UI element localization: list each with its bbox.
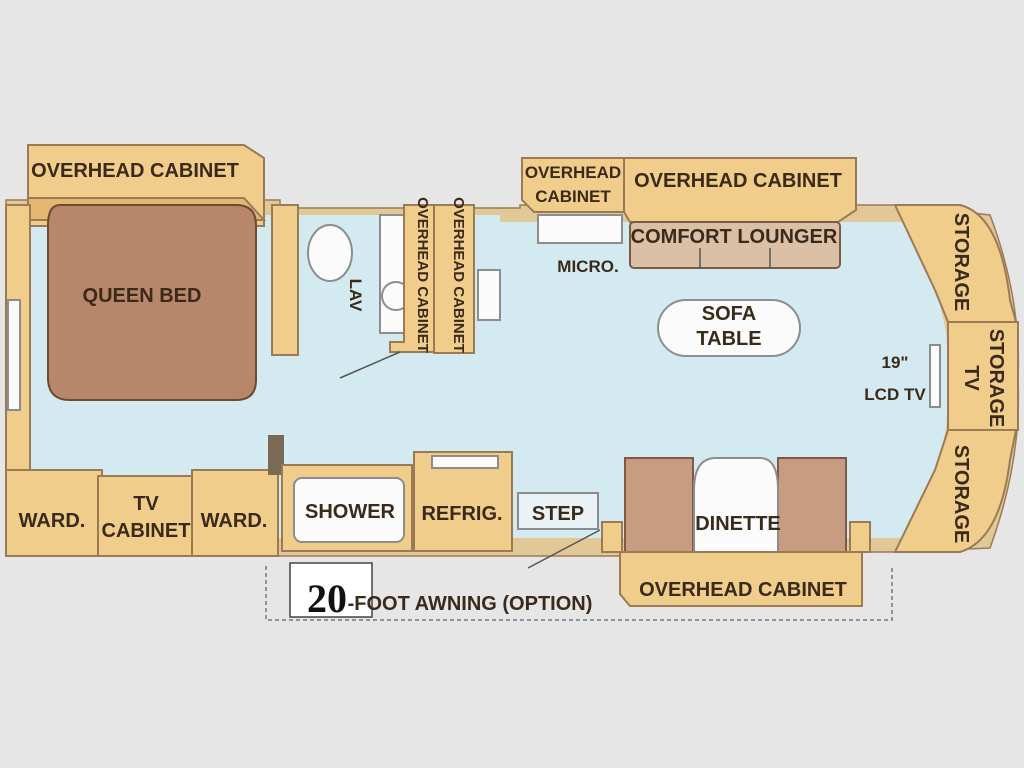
tv-cabinet-line1: TV <box>133 493 159 515</box>
comfort-lounger-label: COMFORT LOUNGER <box>631 226 838 248</box>
storage-tv-line1: STORAGE <box>985 329 1007 428</box>
entry-door-swing <box>527 529 601 569</box>
dinette-bench-right[interactable] <box>777 457 847 559</box>
sofa-table[interactable]: SOFA TABLE <box>657 299 801 357</box>
bath-vanity <box>477 269 501 321</box>
dinette-bench-left[interactable] <box>624 457 694 559</box>
awning-number: 20 <box>307 576 347 621</box>
dinette-overhead-cabinet: OVERHEAD CABINET <box>619 551 863 607</box>
overhead-cabinet-bath-1-label: OVERHEAD CABINET <box>414 197 431 353</box>
storage-top-label: STORAGE <box>950 213 972 312</box>
bath-overhead-cabinet-2 <box>433 204 475 354</box>
wardrobe-right[interactable] <box>191 469 279 557</box>
overhead-cabinet-dinette-label: OVERHEAD CABINET <box>639 579 847 601</box>
comfort-lounger[interactable]: COMFORT LOUNGER <box>629 221 841 269</box>
storage-bottom-label: STORAGE <box>950 445 972 544</box>
lcd-tv[interactable] <box>929 344 941 408</box>
tv-cabinet[interactable] <box>97 475 195 557</box>
storage-tv-line2: TV <box>960 365 982 391</box>
storage-tv[interactable] <box>947 321 1019 431</box>
awning-label: -FOOT AWNING (OPTION) <box>348 593 593 615</box>
bedroom-bottom-cabinets: WARD. TV CABINET WARD. <box>5 435 284 557</box>
storage-bottom[interactable] <box>893 429 1018 553</box>
toilet[interactable] <box>307 224 353 282</box>
shower[interactable]: SHOWER <box>281 464 413 552</box>
lav-label: LAV <box>346 279 365 312</box>
step-label: STEP <box>532 503 584 525</box>
sofa-table-line1: SOFA <box>702 303 756 325</box>
micro-label: MICRO. <box>557 257 618 276</box>
overhead-cabinet-lounge-label: OVERHEAD CABINET <box>634 170 842 192</box>
queen-bed-label: QUEEN BED <box>83 285 202 307</box>
lounge-overhead-cabinet: OVERHEAD CABINET <box>623 157 857 223</box>
shower-label: SHOWER <box>305 501 396 523</box>
lcd-tv-line2: LCD TV <box>864 385 926 404</box>
bedroom-window <box>7 299 21 411</box>
overhead-cabinet-bath-2-label: OVERHEAD CABINET <box>450 197 467 353</box>
entry-step[interactable]: STEP <box>517 492 601 569</box>
overhead-cabinet-small-line2: CABINET <box>535 187 611 206</box>
awning-outline <box>265 566 893 621</box>
queen-bed[interactable]: QUEEN BED <box>47 204 257 401</box>
wardrobe-left[interactable] <box>5 469 103 557</box>
front-storage: STORAGE STORAGE TV STORAGE 19" LCD TV <box>864 204 1019 553</box>
microwave[interactable] <box>537 214 623 244</box>
lav-counter <box>271 204 299 356</box>
overhead-cabinet-small-line1: OVERHEAD <box>525 163 621 182</box>
awning-number-box <box>289 562 373 618</box>
bath-area: LAV OVERHEAD CABINET OVERHEAD CABINET <box>271 197 501 379</box>
bath-door-swing <box>339 351 401 379</box>
dinette-label: DINETTE <box>695 513 781 535</box>
ward-right-label: WARD. <box>201 510 268 532</box>
bedroom-door-slat <box>268 435 284 475</box>
ward-left-label: WARD. <box>19 510 86 532</box>
sofa-table-line2: TABLE <box>696 328 761 350</box>
awning: 20 -FOOT AWNING (OPTION) <box>265 562 893 621</box>
dinette[interactable]: DINETTE <box>601 457 871 559</box>
kitchen-overhead-cabinet: OVERHEAD CABINET MICRO. <box>521 157 625 276</box>
refrig-label: REFRIG. <box>421 503 502 525</box>
refrigerator[interactable]: REFRIG. <box>413 451 513 552</box>
overhead-cabinet-bedroom-label: OVERHEAD CABINET <box>31 160 239 182</box>
dinette-table[interactable] <box>693 457 779 557</box>
lcd-tv-line1: 19" <box>882 353 909 372</box>
tv-cabinet-line2: CABINET <box>102 520 191 542</box>
